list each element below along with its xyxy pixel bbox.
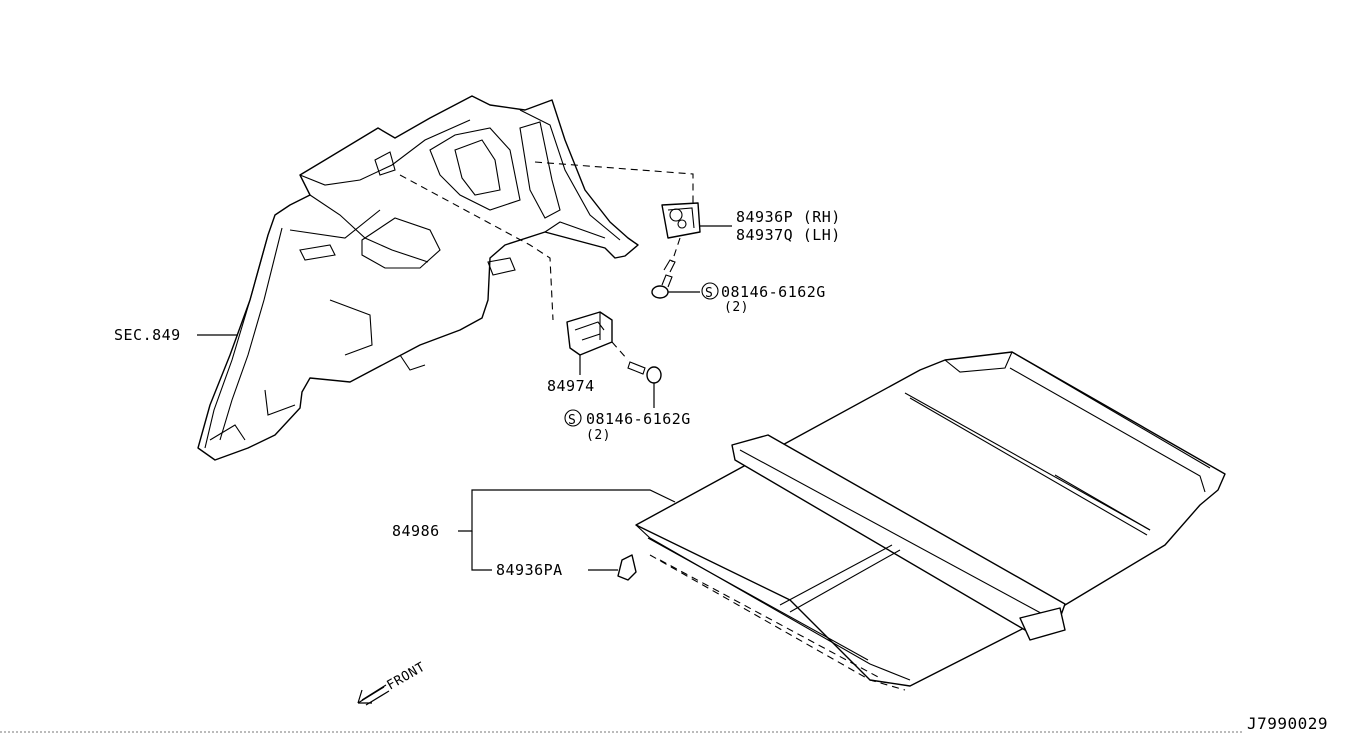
label-screw-code-2: 08146-6162G [586, 410, 691, 428]
label-84937q: 84937Q (LH) [736, 226, 841, 244]
screw-2 [627, 361, 662, 384]
label-84936pa: 84936PA [496, 561, 563, 579]
bracket-84936p [661, 202, 701, 239]
clip-84936pa [617, 554, 637, 581]
s-symbol-2: S [564, 409, 582, 428]
leader-lines [197, 225, 732, 571]
diagram-id: J7990029 [1247, 714, 1328, 733]
side-trim-panel [197, 95, 639, 461]
s-symbol-1: S [701, 282, 719, 301]
svg-text:S: S [705, 286, 713, 301]
tonneau-cover-84986 [635, 351, 1226, 691]
label-84974: 84974 [547, 377, 595, 395]
label-84936p: 84936P (RH) [736, 208, 841, 226]
bracket-84974 [566, 311, 613, 356]
front-arrow: FRONT [357, 660, 429, 706]
connection-lines [399, 161, 694, 361]
label-screw-qty-2: (2) [586, 428, 611, 443]
label-screw-qty-1: (2) [724, 300, 749, 315]
svg-text:S: S [568, 413, 576, 428]
label-front: FRONT [385, 660, 429, 694]
label-screw-code-1: 08146-6162G [721, 283, 826, 301]
label-84986: 84986 [392, 522, 440, 540]
label-sec849: SEC.849 [114, 326, 181, 344]
